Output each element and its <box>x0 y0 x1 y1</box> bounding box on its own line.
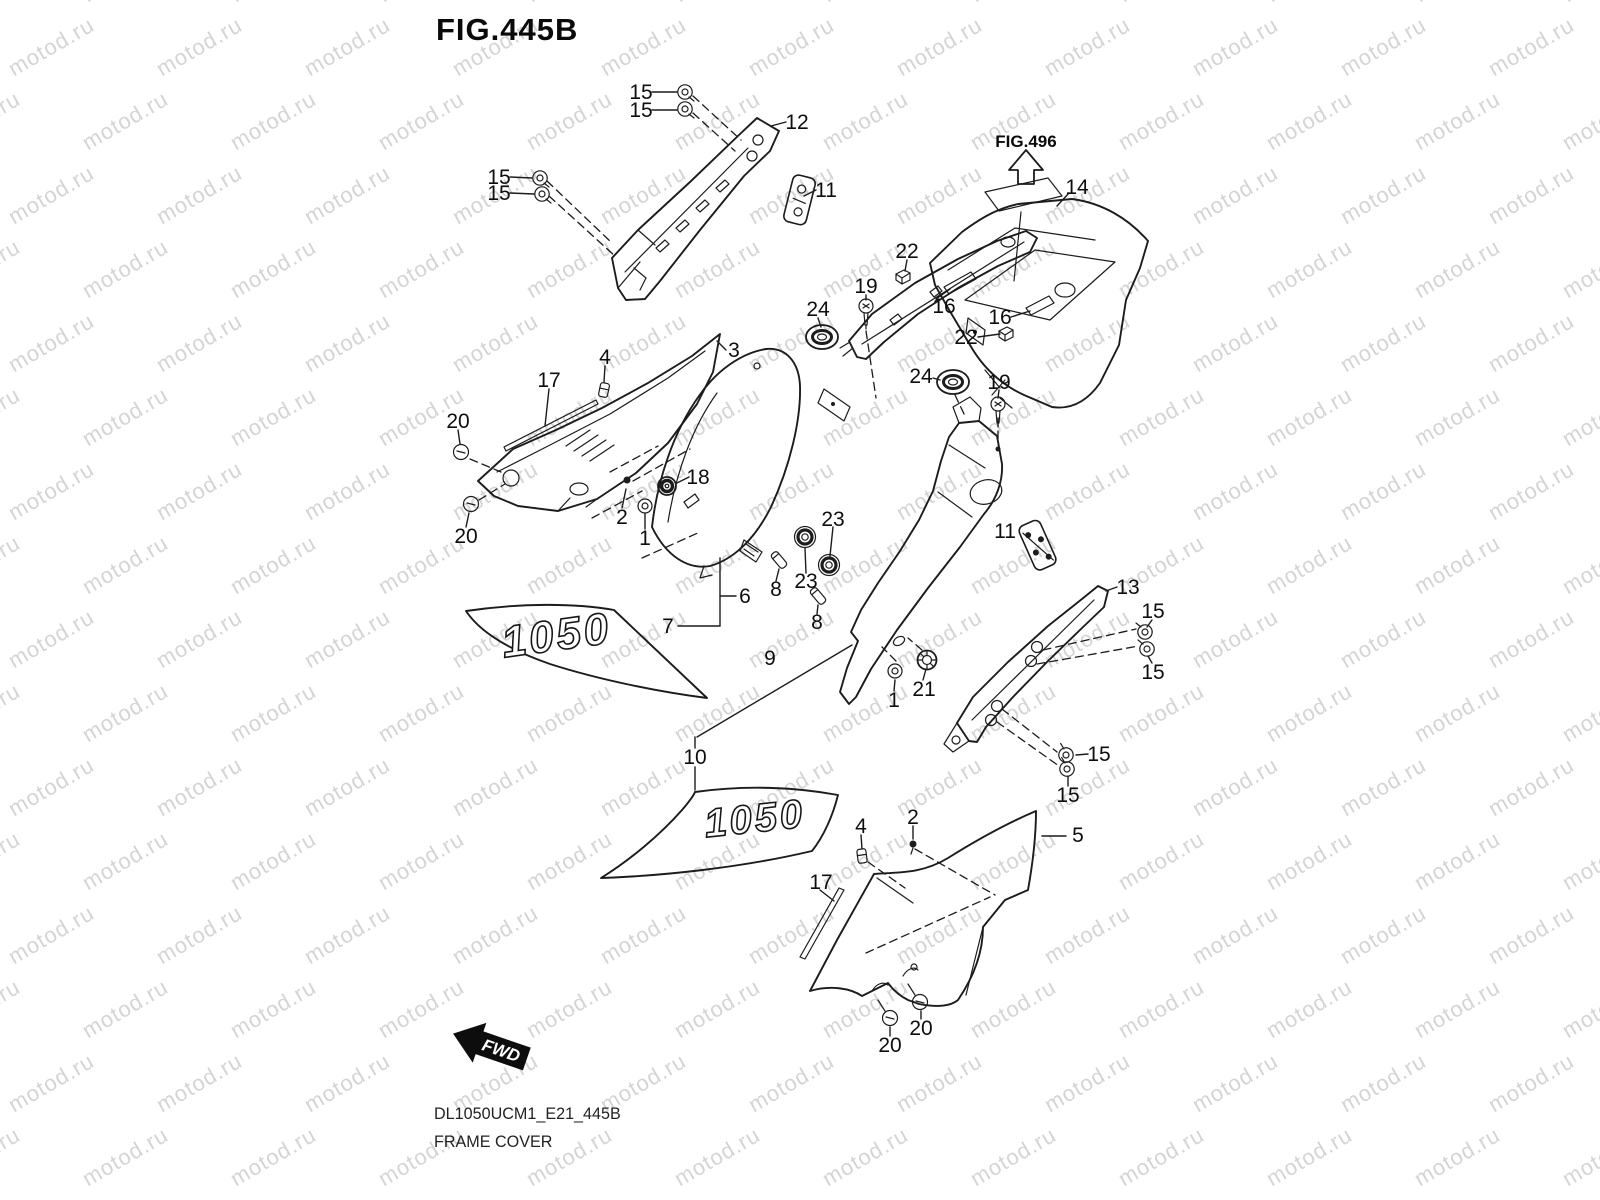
bolt-21 <box>916 649 938 671</box>
footer-part-code: DL1050UCM1_E21_445B <box>434 1104 621 1123</box>
callout-10: 10 <box>683 746 706 769</box>
callout-24: 24 <box>806 298 830 321</box>
cushion-24a <box>804 323 840 351</box>
callout-5: 5 <box>1072 824 1084 847</box>
callout-2: 2 <box>907 806 919 829</box>
callout-16: 16 <box>988 306 1011 329</box>
callout-20: 20 <box>909 1017 932 1040</box>
callout-3: 3 <box>728 339 740 362</box>
footer: DL1050UCM1_E21_445B FRAME COVER <box>434 1100 631 1156</box>
callout-17: 17 <box>537 369 560 392</box>
footer-figure-name: FRAME COVER <box>434 1132 553 1151</box>
trim-17a <box>503 399 599 452</box>
callout-23: 23 <box>821 508 844 531</box>
callout-6: 6 <box>739 585 751 608</box>
clip-4a <box>597 381 611 399</box>
callout-24: 24 <box>909 365 933 388</box>
leader-lines <box>457 91 1153 1037</box>
screw-2b <box>909 840 917 855</box>
callout-9: 9 <box>764 647 776 670</box>
callout-15: 15 <box>1141 600 1164 623</box>
screw-2a <box>623 476 631 484</box>
callout-21: 21 <box>912 678 935 701</box>
decal-10-text: 1050 <box>702 792 807 846</box>
callout-12: 12 <box>785 111 808 134</box>
screws-15-top <box>532 84 695 204</box>
callout-20: 20 <box>878 1034 901 1057</box>
callout-1: 1 <box>888 689 900 712</box>
bracket-12 <box>611 117 780 301</box>
callout-1: 1 <box>639 527 651 550</box>
callout-14: 14 <box>1065 176 1089 199</box>
callout-15: 15 <box>629 99 652 122</box>
decal-7-text: 1050 <box>499 604 615 668</box>
callout-13: 13 <box>1116 576 1139 599</box>
callout-8: 8 <box>770 578 782 601</box>
callout-20: 20 <box>446 410 469 433</box>
callout-8: 8 <box>811 611 823 634</box>
assembly-axes <box>469 95 1140 954</box>
tail-cover-14 <box>929 198 1149 409</box>
callout-19: 19 <box>854 275 877 298</box>
frame-cover-9 <box>817 388 1003 705</box>
grommet-1a <box>637 498 653 514</box>
callout-19: 19 <box>987 371 1010 394</box>
clip-22a <box>895 269 911 285</box>
plate-11b <box>1018 519 1057 571</box>
callout-11: 11 <box>994 520 1016 543</box>
fig496-label: FIG.496 <box>995 132 1056 151</box>
plate-11a <box>783 174 817 226</box>
callout-15: 15 <box>1056 784 1079 807</box>
figure-title: FIG.445B <box>436 12 579 47</box>
screws-20-left <box>452 443 480 513</box>
clip-4b <box>855 847 869 865</box>
callout-15: 15 <box>1141 661 1164 684</box>
callout-7: 7 <box>662 615 674 638</box>
callout-22: 22 <box>895 240 918 263</box>
grommet-1b <box>887 663 903 679</box>
fwd-arrow: FWD <box>453 1022 531 1071</box>
callout-22: 22 <box>954 326 977 349</box>
callout-17: 17 <box>809 871 832 894</box>
callout-11: 11 <box>815 179 837 202</box>
strip-16b <box>1025 295 1055 316</box>
seat-rail <box>839 230 1038 360</box>
callout-23: 23 <box>794 570 817 593</box>
inner-cover-6 <box>651 348 801 579</box>
callout-2: 2 <box>616 506 628 529</box>
trim-17b <box>799 887 845 960</box>
clip-22b <box>998 326 1014 342</box>
callout-15: 15 <box>487 182 510 205</box>
callout-18: 18 <box>686 466 709 489</box>
callout-4: 4 <box>599 346 611 369</box>
callout-15: 15 <box>487 166 510 189</box>
side-cover-5 <box>809 810 1037 1007</box>
callout-16: 16 <box>932 295 955 318</box>
screws-20-bottom <box>877 983 929 1027</box>
callout-15: 15 <box>1087 743 1110 766</box>
decal-10: 1050 <box>600 786 839 879</box>
callout-4: 4 <box>855 815 867 838</box>
callout-20: 20 <box>454 525 477 548</box>
callout-15: 15 <box>629 81 652 104</box>
cushion-24b <box>935 368 971 396</box>
